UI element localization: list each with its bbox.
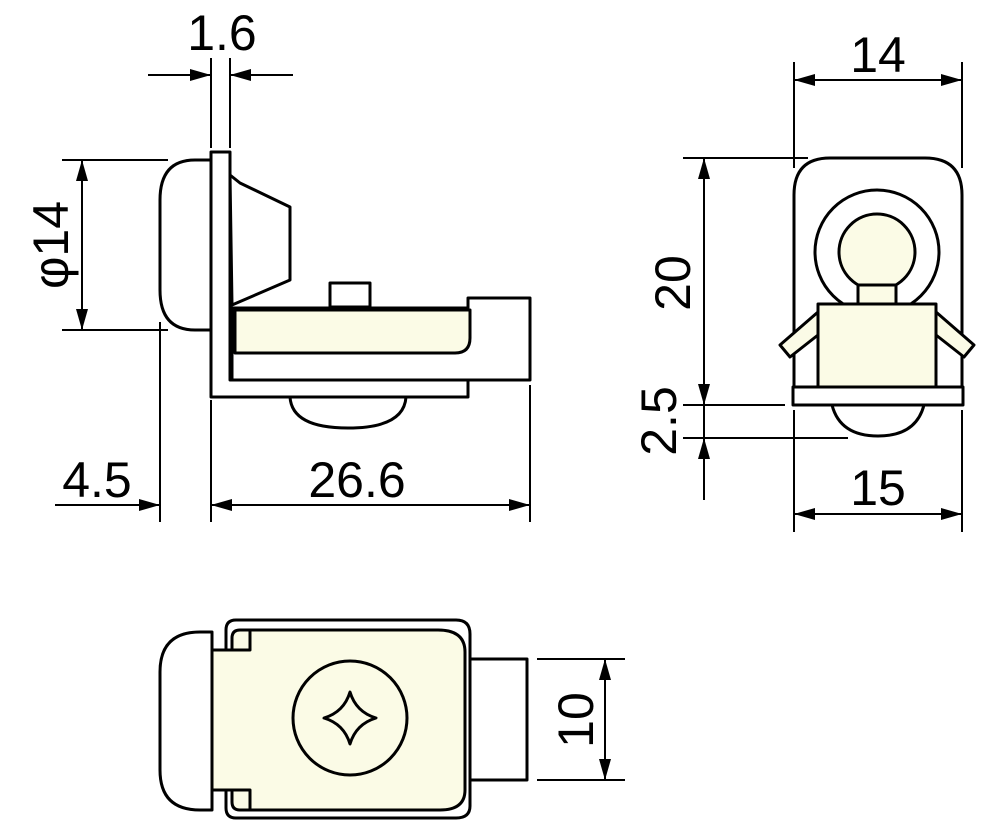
dim-tongue-height-label: 2.5: [631, 386, 687, 456]
dim-overall-length: 26.6: [211, 385, 531, 522]
dim-top-width-label: 14: [850, 27, 906, 83]
top-tab: [468, 657, 529, 782]
front-base-plate: [791, 385, 965, 407]
phillips-screw-icon: [322, 690, 378, 746]
dim-tab-width: 10: [537, 658, 625, 781]
side-bottom-nub: [288, 396, 408, 430]
top-rubber-cap: [158, 630, 214, 812]
side-screw-head: [228, 173, 292, 307]
dim-height-label: 20: [645, 255, 701, 311]
front-inner-ring: [837, 212, 917, 292]
dim-tongue-height: 2.5: [631, 386, 848, 500]
dim-height: 20: [645, 157, 808, 406]
front-bottom-nub: [830, 404, 926, 438]
side-small-stud: [328, 281, 372, 309]
side-cream-insert: [233, 308, 472, 355]
side-view: 1.6 φ14 4.5 26.6: [23, 5, 532, 522]
dim-cap-offset: 4.5: [55, 322, 212, 522]
dim-bottom-width-label: 15: [850, 460, 906, 516]
front-view: 14 20 2.5 15: [631, 27, 976, 532]
front-neck: [856, 283, 898, 306]
dim-plate-thickness-label: 1.6: [187, 5, 257, 61]
dim-cap-offset-label: 4.5: [62, 452, 132, 508]
dim-cap-diameter-label: φ14: [23, 201, 79, 289]
top-view: 10: [158, 618, 625, 820]
side-rubber-cap: [158, 158, 213, 332]
dim-bottom-width: 15: [793, 410, 963, 532]
front-cream-block: [816, 302, 938, 390]
top-notch-upper: [230, 628, 252, 652]
top-notch-lower: [230, 788, 252, 812]
dim-tab-width-label: 10: [548, 692, 604, 748]
dim-cap-diameter: φ14: [23, 159, 168, 331]
dim-top-width: 14: [793, 27, 963, 168]
dim-overall-length-label: 26.6: [308, 452, 405, 508]
dim-plate-thickness: 1.6: [148, 5, 293, 148]
